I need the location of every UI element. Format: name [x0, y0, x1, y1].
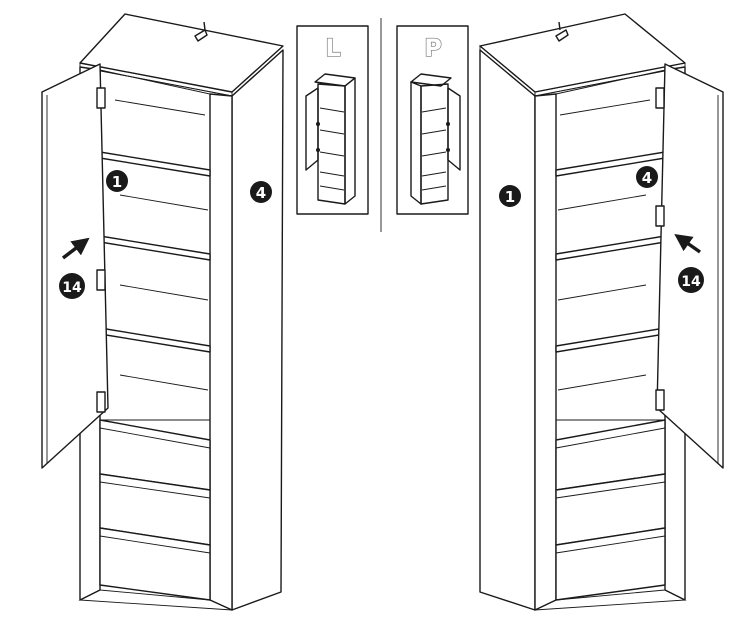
svg-text:14: 14	[62, 280, 82, 296]
left-cabinet-door	[41, 63, 109, 469]
variant-left-box: L	[296, 25, 369, 215]
right-cabinet-hinges	[655, 87, 665, 411]
left-cabinet-right-side	[231, 49, 284, 611]
svg-text:1: 1	[505, 188, 515, 206]
left-callout-right-panel: 4	[250, 181, 272, 203]
right-cabinet-view: 1 4 14	[479, 13, 724, 611]
right-callout-door: 14	[678, 267, 704, 293]
left-cabinet-view: 1 4 14	[41, 13, 284, 611]
svg-text:1: 1	[112, 173, 122, 191]
svg-text:4: 4	[256, 184, 266, 202]
right-cabinet-drawers	[555, 419, 666, 601]
right-cabinet-left-side	[479, 49, 536, 611]
svg-text:P: P	[424, 34, 442, 62]
right-cabinet-shelves	[555, 99, 666, 391]
right-door-arrow	[674, 233, 702, 254]
variant-right-box: P	[396, 25, 469, 215]
left-cabinet-shelves	[99, 99, 211, 391]
right-callout-side-panel: 1	[499, 185, 521, 207]
svg-text:L: L	[325, 34, 340, 62]
svg-text:4: 4	[642, 169, 652, 187]
left-cabinet-drawers	[99, 419, 211, 601]
left-door-arrow	[61, 237, 90, 260]
svg-text:14: 14	[681, 274, 701, 290]
right-cabinet-door	[656, 63, 724, 469]
left-callout-side-panel: 1	[106, 170, 128, 192]
right-callout-inner-panel: 4	[636, 166, 658, 188]
left-callout-door: 14	[59, 273, 85, 299]
left-cabinet-hinges	[96, 87, 106, 413]
